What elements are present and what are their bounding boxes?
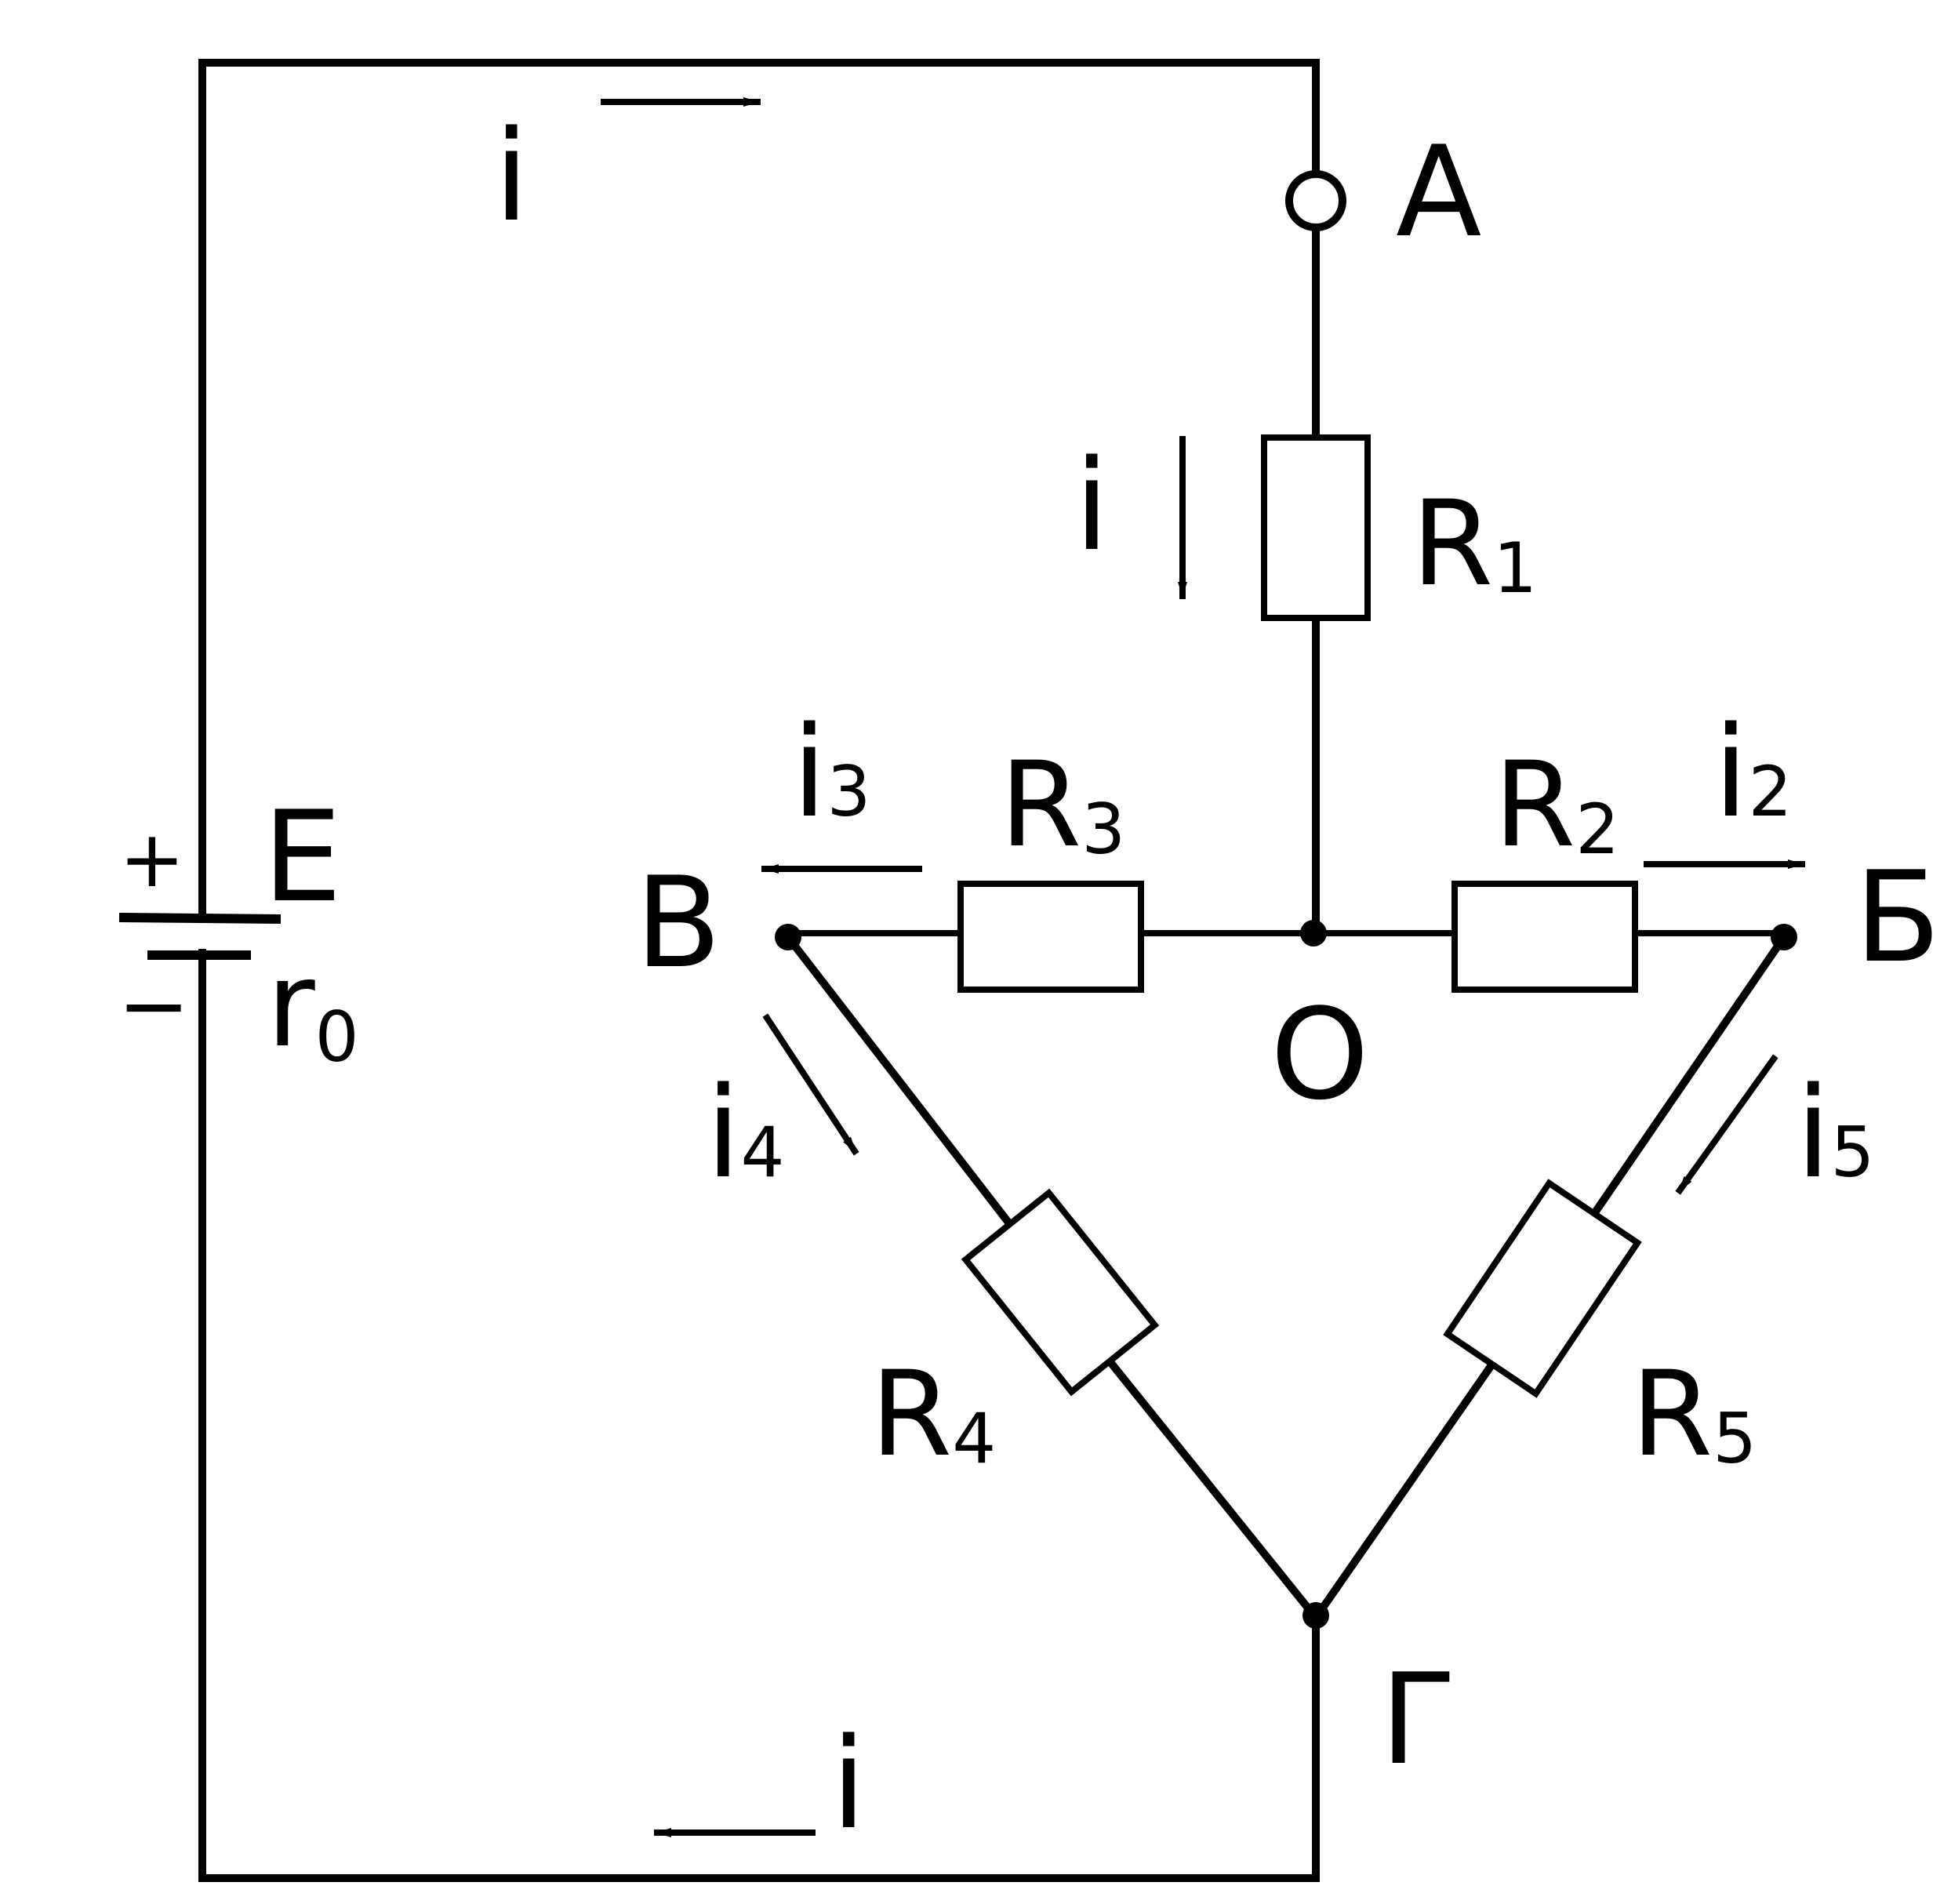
resistor-R2 <box>1451 881 1638 993</box>
node-B-label: Б <box>1855 844 1941 990</box>
current-i3-letter: i <box>792 699 827 845</box>
resistor-R3 <box>957 881 1144 993</box>
resistor-R2-label: R2 <box>1494 737 1619 874</box>
outer-loop-wires <box>198 59 1320 1882</box>
resistor-R2-letter: R <box>1494 737 1575 874</box>
resistor-R4-letter: R <box>870 1346 952 1483</box>
current-i4-sub: 4 <box>740 1112 784 1193</box>
resistor-R5-sub: 5 <box>1713 1398 1757 1479</box>
resistor-R5-label: R5 <box>1631 1346 1757 1483</box>
current-i4-letter: i <box>706 1059 740 1206</box>
wire-V-to-R4 <box>782 931 1012 1226</box>
node-O-label: O <box>1270 981 1369 1128</box>
emf-label: E <box>263 783 342 930</box>
resistor-R3-label: R3 <box>1000 737 1125 874</box>
node-O-dot <box>1300 920 1327 947</box>
wire-R5-to-G <box>1310 1357 1499 1623</box>
current-i5-arrow <box>1675 1054 1778 1195</box>
node-A-label: A <box>1396 118 1481 265</box>
current-i4-arrow <box>762 1013 859 1156</box>
resistor-R2-sub: 2 <box>1575 789 1619 870</box>
current-i2-label: i2 <box>1713 699 1792 845</box>
current-i5-letter: i <box>1796 1059 1830 1206</box>
resistor-R4 <box>961 1188 1160 1397</box>
current-i-branch-label: i <box>1074 432 1109 579</box>
resistor-R1 <box>1261 434 1371 621</box>
current-i4-label: i4 <box>706 1059 784 1206</box>
node-G-dot <box>1302 1602 1329 1629</box>
battery-minus-sign: − <box>118 955 190 1056</box>
battery-source: + − E r0 <box>118 783 359 1077</box>
internal-resistance-label: r0 <box>267 937 359 1077</box>
resistor-R1-letter: R <box>1411 476 1493 612</box>
battery-long-plate <box>118 912 282 925</box>
resistor-R5-letter: R <box>1631 1346 1713 1483</box>
current-i-bottom-label: i <box>831 1710 866 1857</box>
current-i2-letter: i <box>1713 699 1748 845</box>
current-i3-label: i3 <box>792 699 870 845</box>
node-V-label: В <box>635 849 721 996</box>
current-i3-sub: 3 <box>827 751 870 832</box>
resistor-R5 <box>1443 1179 1642 1398</box>
battery-plus-sign: + <box>119 813 185 905</box>
resistor-R1-sub: 1 <box>1493 528 1537 609</box>
wire-B-to-R5 <box>1586 932 1789 1223</box>
internal-resistance-sub: 0 <box>315 997 359 1077</box>
internal-resistance-letter: r <box>267 937 315 1074</box>
node-A-terminal <box>1285 170 1346 231</box>
current-i2-sub: 2 <box>1748 751 1792 832</box>
node-G-label: Г <box>1380 1646 1457 1793</box>
resistor-R3-letter: R <box>1000 737 1081 874</box>
resistor-R4-label: R4 <box>870 1346 996 1483</box>
current-i5-label: i5 <box>1796 1059 1874 1206</box>
resistor-R3-sub: 3 <box>1081 789 1125 870</box>
resistor-R1-label: R1 <box>1411 476 1537 612</box>
resistor-R4-sub: 4 <box>952 1398 996 1479</box>
wire-R4-to-G <box>1107 1360 1322 1624</box>
current-i5-sub: 5 <box>1830 1112 1874 1193</box>
current-i-top-label: i <box>494 103 529 249</box>
